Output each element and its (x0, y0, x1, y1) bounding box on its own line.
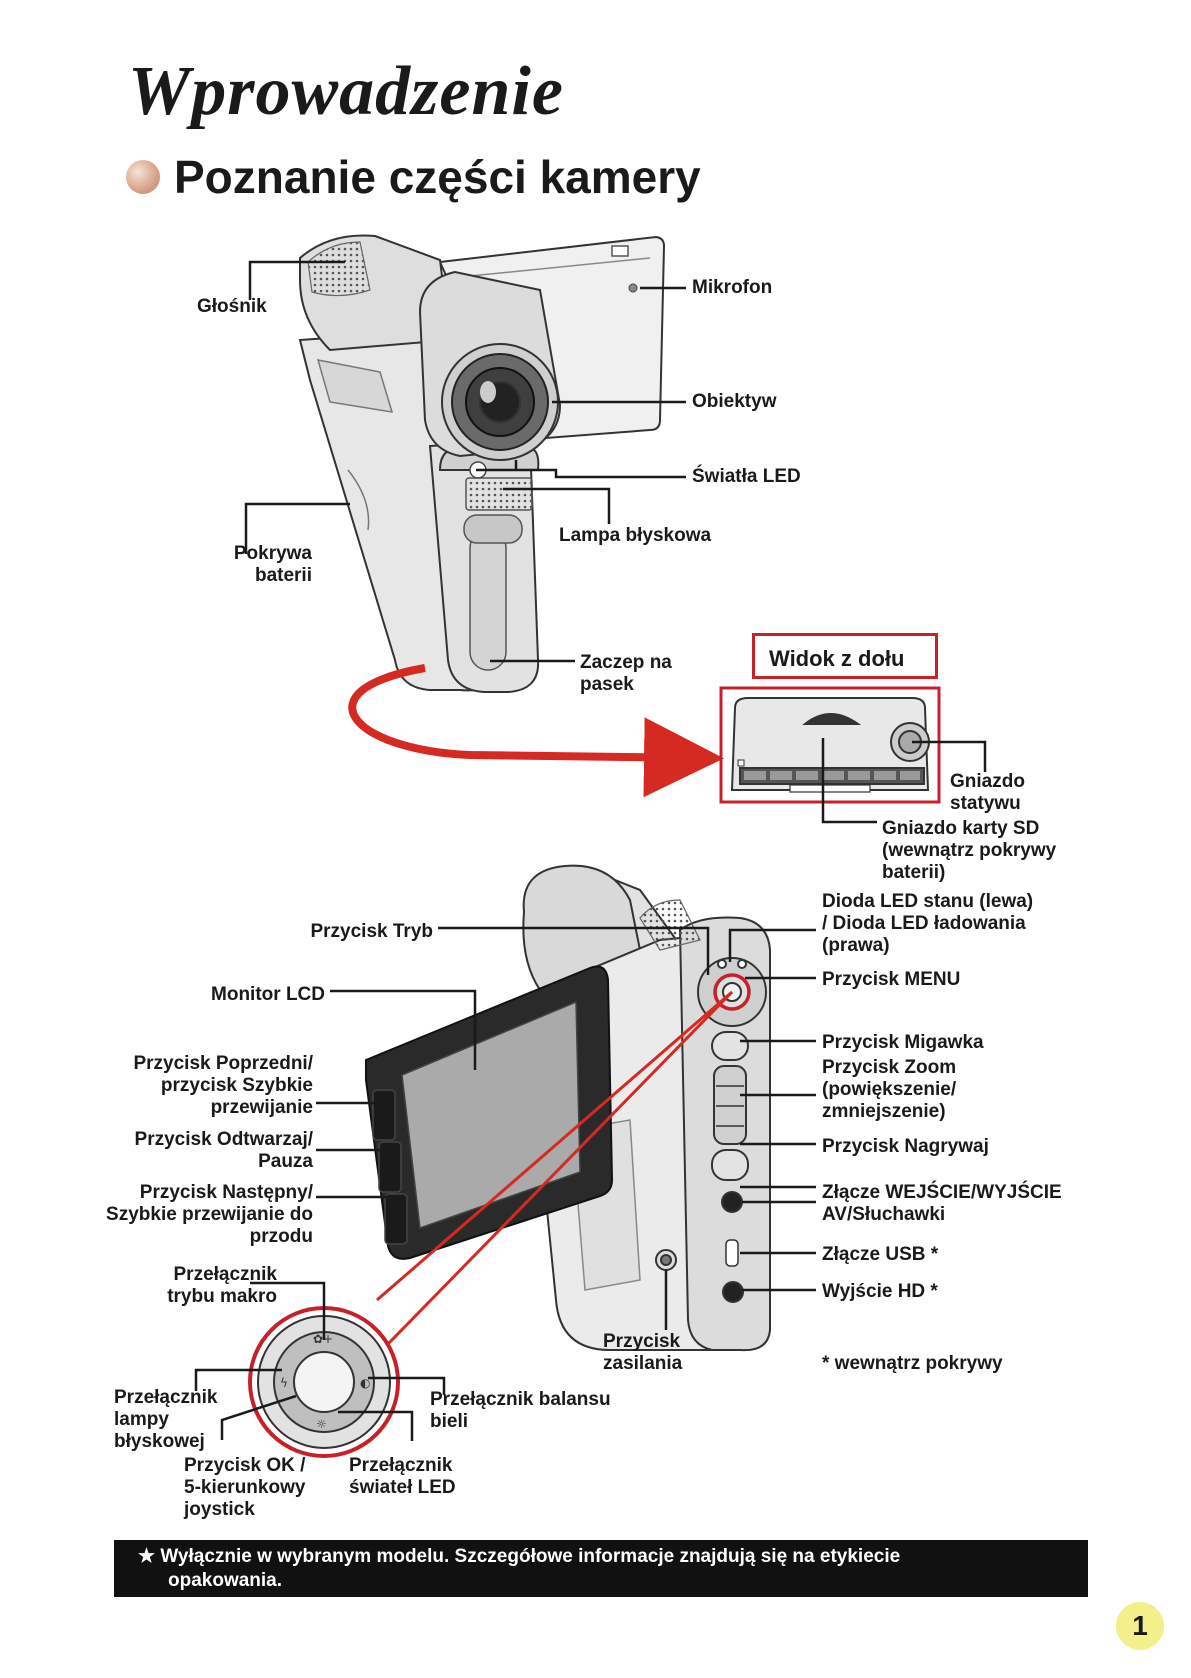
camera-back-illustration (365, 864, 771, 1352)
label-shutter-button: Przycisk Migawka (822, 1032, 984, 1053)
label-microphone: Mikrofon (692, 277, 773, 298)
label-strap-hook: Zaczep na pasek (580, 652, 672, 695)
footer-note: ★ Wyłącznie w wybranym modelu. Szczegóło… (114, 1540, 1088, 1597)
label-sd-slot: Gniazdo karty SD (wewnątrz pokrywy bater… (882, 818, 1057, 883)
label-lcd-monitor: Monitor LCD (211, 984, 325, 1005)
label-zoom-button: Przycisk Zoom (powiększenie/ zmniejszeni… (822, 1057, 957, 1122)
label-record-button: Przycisk Nagrywaj (822, 1136, 989, 1157)
section-bullet-icon (126, 160, 160, 194)
bottom-view-frame (719, 686, 941, 804)
label-white-balance-switch: Przełącznik balansu bieli (430, 1389, 611, 1432)
label-mode-button: Przycisk Tryb (310, 921, 433, 942)
label-tripod-socket: Gniazdo statywu (950, 771, 1025, 814)
page-number: 1 (1116, 1602, 1164, 1650)
back-leader-lines (316, 926, 816, 1330)
label-speaker: Głośnik (197, 296, 267, 317)
label-power-button: Przycisk zasilania (603, 1331, 683, 1374)
red-pointer-arrow (348, 664, 724, 798)
label-led-status: Dioda LED stanu (lewa) / Dioda LED ładow… (822, 891, 1034, 956)
star-icon: ★ (138, 1546, 156, 1567)
zoom-indicator-lines (343, 990, 734, 1390)
label-usb-port: Złącze USB * (822, 1244, 939, 1265)
svg-text:◐: ◐ (360, 1376, 370, 1390)
camera-front-illustration (298, 234, 666, 693)
label-battery-cover: Pokrywa baterii (233, 543, 312, 586)
label-next-button: Przycisk Następny/ Szybkie przewijanie d… (106, 1182, 313, 1247)
label-led-lights: Światła LED (692, 466, 801, 487)
label-menu-button: Przycisk MENU (822, 969, 961, 990)
bottom-view-title-box: Widok z dołu (752, 633, 938, 679)
front-leader-lines (244, 260, 686, 663)
label-ok-joystick: Przycisk OK / 5-kierunkowy joystick (184, 1455, 306, 1520)
bottom-leader-lines (821, 738, 987, 824)
svg-text:☼: ☼ (316, 1417, 327, 1431)
label-flash: Lampa błyskowa (559, 525, 712, 546)
joystick-leader-lines (194, 1281, 446, 1441)
label-led-switch: Przełącznik świateł LED (349, 1455, 456, 1498)
camera-bottom-illustration (730, 697, 930, 793)
section-title: Poznanie części kamery (174, 151, 701, 203)
page-title: Wprowadzenie (128, 53, 564, 130)
label-prev-button: Przycisk Poprzedni/ przycisk Szybkie prz… (133, 1053, 313, 1118)
footer-note-line2: opakowania. (168, 1570, 283, 1591)
label-inside-cover-note: * wewnątrz pokrywy (822, 1353, 1003, 1374)
label-macro-switch: Przełącznik trybu makro (167, 1264, 277, 1307)
label-hd-out: Wyjście HD * (822, 1281, 938, 1302)
section-heading: Poznanie części kamery (126, 150, 701, 204)
joystick-closeup: ✿+ ϟ ◐ ☼ (248, 1306, 400, 1458)
svg-text:ϟ: ϟ (280, 1376, 288, 1390)
footer-note-line1: Wyłącznie w wybranym modelu. Szczegółowe… (160, 1546, 901, 1567)
label-lens: Obiektyw (692, 391, 777, 412)
label-play-button: Przycisk Odtwarzaj/ Pauza (134, 1129, 313, 1172)
bottom-view-title: Widok z dołu (769, 646, 905, 671)
label-av-jack: Złącze WEJŚCIE/WYJŚCIE AV/Słuchawki (822, 1182, 1062, 1225)
label-flash-switch: Przełącznik lampy błyskowej (114, 1387, 218, 1452)
